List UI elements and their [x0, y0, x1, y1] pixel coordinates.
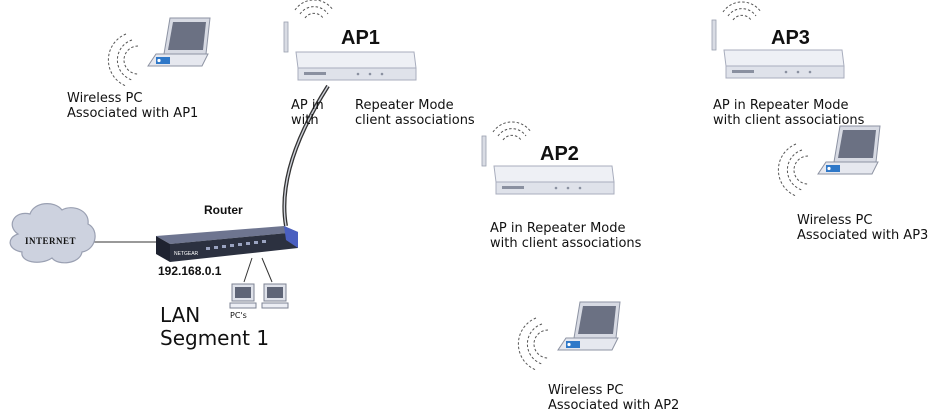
ap2-caption-line1: AP in Repeater Mode: [490, 221, 626, 236]
router-ip: 192.168.0.1: [158, 264, 222, 278]
wireless-pc-ap2-waves: [517, 317, 549, 371]
wireless-pc-ap2-caption: Wireless PC Associated with AP2: [548, 383, 679, 414]
ap1-caption-left: AP in with: [291, 98, 324, 129]
router-pc-link-1: [243, 257, 253, 283]
ap3-title: AP3: [771, 27, 810, 49]
wireless-pc-ap1-caption: Wireless PC Associated with AP1: [67, 91, 198, 122]
router-device: NETGEAR: [156, 226, 298, 262]
router-brand: NETGEAR: [174, 251, 199, 257]
wireless-pc-ap1-laptop: [147, 17, 211, 67]
ap1-caption-right-line1: Repeater Mode: [355, 98, 454, 113]
internet-cloud: [9, 203, 96, 264]
wireless-pc-ap3-waves: [777, 143, 809, 197]
wireless-pc-ap3-caption: Wireless PC Associated with AP3: [797, 213, 928, 244]
ap3-caption-line1: AP in Repeater Mode: [713, 98, 849, 113]
internet-label: INTERNET: [25, 236, 77, 246]
wireless-pc-ap2-line1: Wireless PC: [548, 383, 624, 398]
wireless-pc-ap1-line1: Wireless PC: [67, 91, 143, 106]
lan-label-line2: Segment 1: [160, 326, 270, 350]
wireless-pc-ap2-laptop: [557, 301, 621, 351]
ap1-waves: [294, 0, 334, 19]
wireless-pc-ap2-line2: Associated with AP2: [548, 398, 680, 414]
ap1-caption-right: Repeater Mode client associations: [355, 98, 475, 129]
lan-pcs-label: PC's: [230, 311, 247, 320]
wireless-pc-ap1-line2: Associated with AP1: [67, 106, 199, 122]
ap1-caption-right-line2: client associations: [355, 113, 475, 129]
ap2-waves: [492, 121, 532, 141]
router-label: Router: [204, 203, 243, 217]
ap2-caption: AP in Repeater Mode with client associat…: [490, 221, 641, 252]
router-pc-link-2: [261, 257, 273, 283]
wireless-pc-ap3-line2: Associated with AP3: [797, 228, 929, 244]
wireless-pc-ap3-line1: Wireless PC: [797, 213, 873, 228]
wireless-pc-ap1-waves: [107, 33, 139, 87]
ap2-title: AP2: [540, 143, 579, 165]
ap3-waves: [722, 1, 762, 21]
wireless-pc-ap3-laptop: [817, 125, 881, 175]
ap2-caption-line2: with client associations: [490, 236, 642, 252]
lan-label-line1: LAN: [160, 303, 201, 327]
ap3-caption-line2: with client associations: [713, 113, 865, 129]
ap1-caption-line1: AP in: [291, 98, 324, 113]
lan-label: LAN Segment 1: [160, 304, 269, 350]
ap1-title: AP1: [341, 27, 380, 49]
ap1-caption-line2: with: [291, 113, 319, 129]
ap3-caption: AP in Repeater Mode with client associat…: [713, 98, 864, 129]
